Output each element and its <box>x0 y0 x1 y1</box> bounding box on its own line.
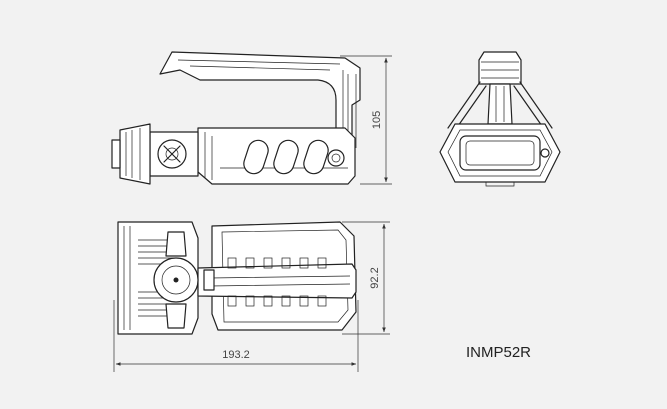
model-label: INMP52R <box>466 344 531 361</box>
front-view <box>439 51 561 187</box>
top-view <box>117 221 357 335</box>
height-dimension-label: 105 <box>371 111 383 129</box>
dimension-length: 193.2 <box>113 300 359 372</box>
length-dimension-label: 193.2 <box>222 349 250 361</box>
depth-dimension-label: 92.2 <box>369 267 381 288</box>
side-view <box>111 51 361 185</box>
dimension-depth: 92.2 <box>342 221 390 335</box>
dimension-height: 105 <box>340 55 392 185</box>
